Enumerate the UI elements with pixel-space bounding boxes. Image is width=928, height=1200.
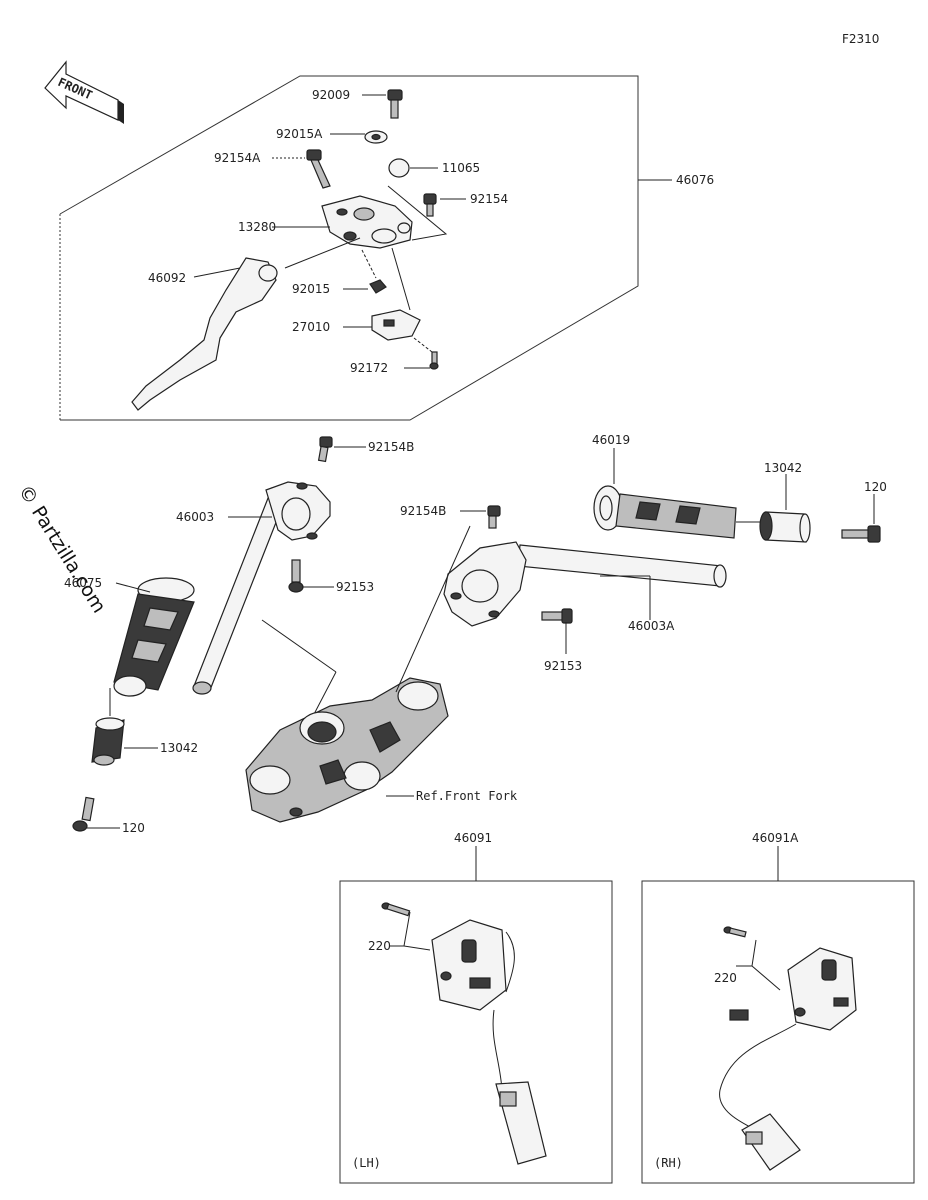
label-46091A: 46091A (752, 831, 799, 845)
handlebar-icon (192, 481, 331, 695)
label-92172: 92172 (350, 361, 388, 375)
label-92153-right: 92153 (544, 659, 582, 673)
watermark: © Partzilla.com (14, 481, 110, 617)
connector-icon (729, 1009, 801, 1171)
label-lh: (LH) (352, 1156, 381, 1170)
label-220-rh: 220 (714, 971, 737, 985)
bolt-icon (429, 351, 439, 370)
triple-clamp-icon (245, 677, 449, 823)
handlebar-icon (443, 541, 727, 627)
label-46091: 46091 (454, 831, 492, 845)
label-92009: 92009 (312, 88, 350, 102)
bolt-icon (487, 505, 501, 529)
label-92154: 92154 (470, 192, 508, 206)
switch-lh-group: 46091 220 (LH) (339, 831, 613, 1184)
switch-rh-group: 46091A 220 (RH) (641, 831, 915, 1184)
label-92153-left: 92153 (336, 580, 374, 594)
cap-icon (388, 158, 410, 178)
bar-end-weight-icon (91, 717, 125, 766)
label-120-left: 120 (122, 821, 145, 835)
switch-housing-icon (787, 947, 857, 1031)
master-cylinder-group: 92009 92015A 92154A 11065 92154 (59, 75, 714, 421)
label-13042-right: 13042 (764, 461, 802, 475)
bolt-icon (306, 149, 331, 189)
bolt-icon (723, 926, 747, 938)
connector-icon (495, 1081, 547, 1165)
label-220-lh: 220 (368, 939, 391, 953)
bolt-icon (317, 436, 333, 463)
nut-icon (369, 279, 387, 294)
bolt-icon (541, 608, 573, 624)
label-rh: (RH) (654, 1156, 683, 1170)
clamp-icon (321, 195, 413, 249)
grip-icon (593, 485, 737, 539)
front-arrow-icon: FRONT (44, 60, 124, 124)
label-11065: 11065 (442, 161, 480, 175)
label-ref-front-fork: Ref.Front Fork (416, 789, 518, 803)
cable-icon (719, 1023, 797, 1131)
label-46003: 46003 (176, 510, 214, 524)
label-92154A: 92154A (214, 151, 261, 165)
label-46092: 46092 (148, 271, 186, 285)
bolt-icon (387, 89, 403, 119)
label-27010: 27010 (292, 320, 330, 334)
grip-icon (113, 577, 195, 697)
label-13280: 13280 (238, 220, 276, 234)
bolt-icon (381, 902, 411, 917)
handlebar-group: 92154B 46003 92153 46075 (64, 433, 887, 835)
switch-housing-icon (431, 919, 515, 1011)
figure-code: F2310 (842, 32, 879, 46)
bolt-icon (288, 559, 304, 593)
bolt-icon (72, 796, 95, 832)
label-46076: 46076 (676, 173, 714, 187)
bolt-icon (841, 525, 881, 543)
label-13042-left: 13042 (160, 741, 198, 755)
cable-icon (492, 1009, 503, 1091)
washer-icon (364, 130, 388, 144)
bar-end-weight-icon (759, 511, 811, 543)
label-46075: 46075 (64, 576, 102, 590)
label-120-right: 120 (864, 480, 887, 494)
label-92015: 92015 (292, 282, 330, 296)
label-46003A: 46003A (628, 619, 675, 633)
label-46019: 46019 (592, 433, 630, 447)
bolt-icon (423, 193, 437, 217)
label-92015A: 92015A (276, 127, 323, 141)
label-92154B-left: 92154B (368, 440, 414, 454)
label-92154B-right: 92154B (400, 504, 446, 518)
switch-icon (371, 309, 421, 341)
lever-icon (131, 257, 278, 411)
